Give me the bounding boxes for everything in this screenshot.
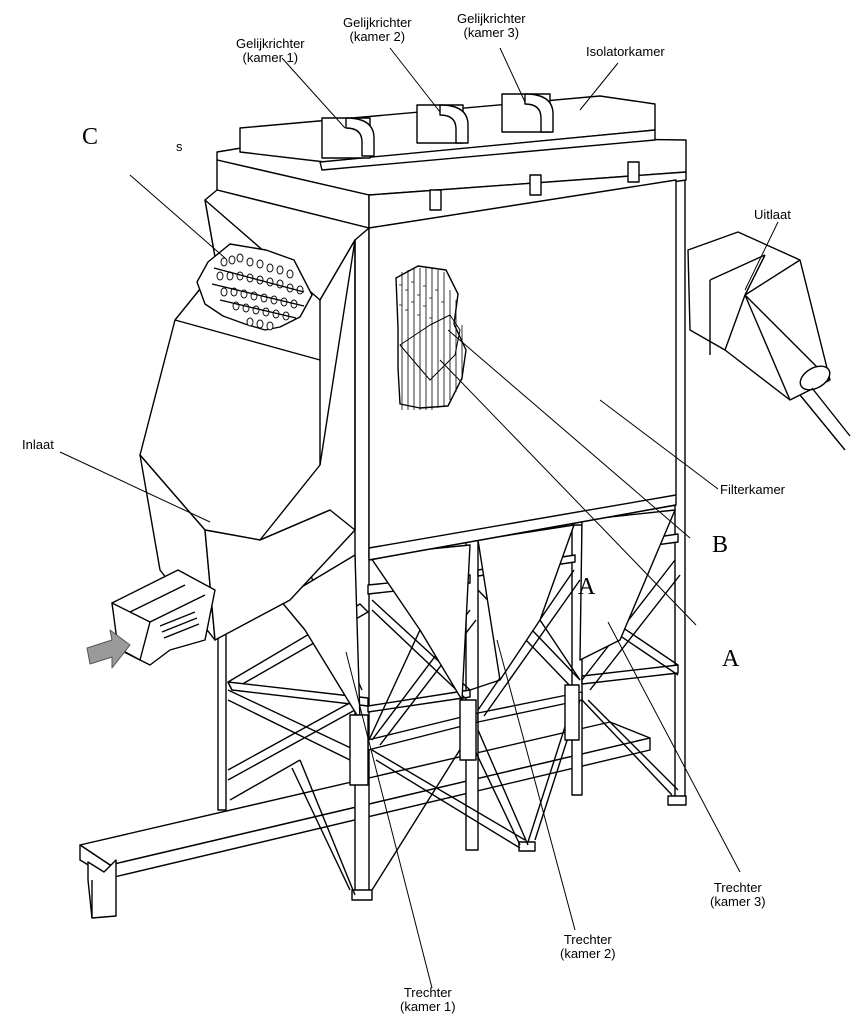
label-inlet: Inlaat (22, 437, 54, 452)
label-isolator-chamber: Isolatorkamer (586, 44, 665, 59)
marker-a-right: A (722, 646, 740, 672)
label-outlet: Uitlaat (754, 207, 791, 222)
marker-c: C (82, 124, 99, 150)
label-rectifier-1: Gelijkrichter(kamer 1) (236, 36, 305, 65)
cutaway-electrodes (196, 243, 313, 331)
label-hopper-2: Trechter(kamer 2) (560, 932, 616, 961)
roof-units (239, 93, 656, 171)
leader-lines (59, 47, 779, 989)
inlet-duct (86, 569, 216, 669)
label-hopper-1: Trechter(kamer 1) (400, 985, 456, 1014)
label-filter-chamber: Filterkamer (720, 482, 786, 497)
outlet-duct (687, 231, 851, 451)
label-hopper-3: Trechter(kamer 3) (710, 880, 766, 909)
label-rectifier-3: Gelijkrichter(kamer 3) (457, 11, 526, 40)
label-rectifier-2: Gelijkrichter(kamer 2) (343, 15, 412, 44)
marker-b: B (712, 532, 729, 558)
marker-a-left: A (578, 574, 596, 600)
marker-s: s (176, 139, 183, 154)
hoppers (279, 509, 676, 786)
cutaway-plates (395, 265, 467, 410)
